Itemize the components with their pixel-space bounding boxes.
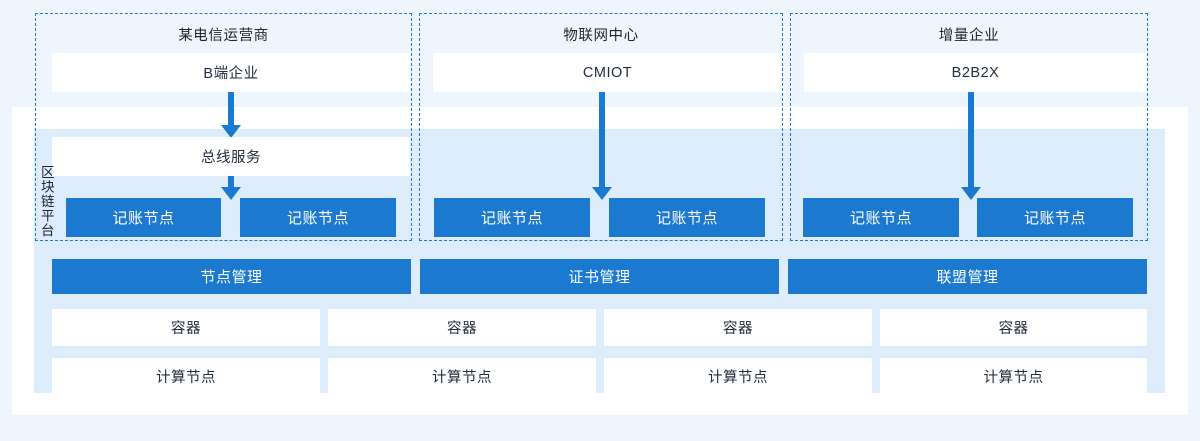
blockchain-platform-label: 区块链平台 — [38, 164, 54, 238]
entity-box-cmiot[interactable]: CMIOT — [433, 53, 782, 92]
arrow-b2b2x-to-ledger-node — [961, 92, 981, 200]
compute-node-box[interactable]: 计算节点 — [604, 358, 872, 395]
bus-service-box[interactable]: 总线服务 — [52, 137, 410, 176]
compute-node-box[interactable]: 计算节点 — [880, 358, 1147, 395]
ledger-node-box[interactable]: 记账节点 — [609, 198, 765, 237]
entity-box-b-end-enterprise[interactable]: B端企业 — [52, 53, 410, 92]
ledger-node-box[interactable]: 记账节点 — [66, 198, 221, 237]
ledger-node-box[interactable]: 记账节点 — [803, 198, 959, 237]
container-box[interactable]: 容器 — [880, 309, 1147, 346]
management-bar-alliance[interactable]: 联盟管理 — [788, 259, 1147, 294]
zone-title-operator: 某电信运营商 — [178, 27, 269, 44]
arrow-bus-service-to-ledger-node — [221, 176, 241, 200]
entity-box-b2b2x[interactable]: B2B2X — [804, 53, 1147, 92]
container-box[interactable]: 容器 — [604, 309, 872, 346]
management-bar-certificate[interactable]: 证书管理 — [420, 259, 779, 294]
ledger-node-box[interactable]: 记账节点 — [977, 198, 1133, 237]
arrow-entity-to-bus-service — [221, 92, 241, 138]
zone-title-iot-center: 物联网中心 — [563, 27, 639, 44]
container-box[interactable]: 容器 — [52, 309, 320, 346]
ledger-node-box[interactable]: 记账节点 — [240, 198, 396, 237]
container-box[interactable]: 容器 — [328, 309, 596, 346]
management-bar-node[interactable]: 节点管理 — [52, 259, 411, 294]
ledger-node-box[interactable]: 记账节点 — [434, 198, 590, 237]
zone-title-incremental-enterprise: 增量企业 — [938, 27, 1000, 44]
compute-node-box[interactable]: 计算节点 — [328, 358, 596, 395]
compute-node-box[interactable]: 计算节点 — [52, 358, 320, 395]
arrow-cmiot-to-ledger-node — [592, 92, 612, 200]
